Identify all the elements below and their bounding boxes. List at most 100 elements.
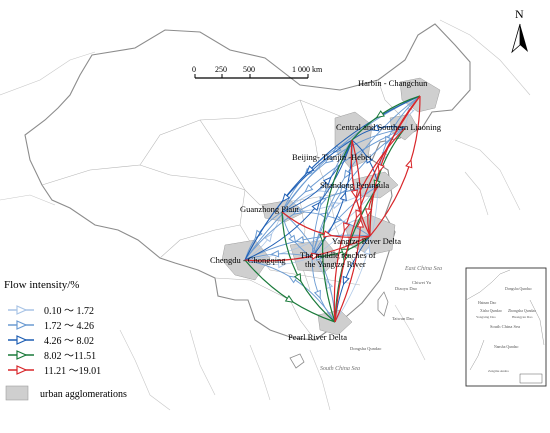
flow-arrowhead-yrd-to-prd — [342, 275, 350, 286]
flow-gz-to-bth — [281, 139, 353, 213]
flow-sd-to-cc — [244, 185, 379, 261]
label-bth: Beijing- Tianjin -Hebei — [292, 152, 372, 162]
flow-arrowhead-sd-to-bth — [365, 154, 374, 164]
flow-gz-to-prd — [281, 211, 336, 323]
flow-cc-to-sd — [244, 185, 379, 261]
inset-title: South China Sea — [490, 324, 520, 329]
scale-tick-0: 0 — [192, 65, 196, 74]
flow-arrowhead-csl-to-prd — [342, 222, 351, 232]
scale-tick-3: 1 000 km — [292, 65, 323, 74]
flow-hc-to-yrd — [369, 95, 421, 237]
flow-arrowhead-csl-to-cc — [304, 184, 314, 193]
sea-east-china: East China Sea — [404, 266, 442, 272]
flow-bth-to-prd — [322, 139, 353, 323]
inset-yongxing: Yongxing Dao — [476, 315, 496, 319]
inset-hainan: Hainan Dao — [478, 301, 496, 305]
flow-yrd-to-gz — [281, 211, 371, 237]
flow-lines — [244, 95, 421, 323]
hainan-island — [289, 353, 305, 369]
north-label: N — [515, 7, 524, 21]
flow-arrowhead-sd-to-cc — [292, 206, 303, 215]
island-diaoyu: Diaoyu Dao — [395, 286, 418, 291]
flow-sd-to-myr — [311, 185, 379, 258]
flow-gz-to-yrd — [281, 211, 371, 238]
label-sd: Shandong Peninsula — [320, 180, 389, 190]
label-yrd: Yangtze River Delta — [332, 236, 401, 246]
legend-area-swatch — [5, 385, 29, 401]
north-arrow-icon: N — [511, 7, 528, 54]
flow-arrowhead-gz-to-myr — [288, 234, 297, 244]
inset-zengmu: Zengmu Ansha — [488, 369, 509, 373]
flow-arrowhead-hc-to-yrd — [377, 163, 385, 174]
flow-prd-to-bth — [334, 139, 362, 323]
legend-label-0: 0.10 ～ 1.72 — [44, 306, 94, 317]
scale-tick-2: 500 — [243, 65, 255, 74]
flow-cc-to-yrd — [244, 235, 371, 262]
south-china-sea-inset: Dongsha Qundao Hainan Dao Xisha Qundao Y… — [465, 267, 547, 387]
flow-arrowhead-prd-to-bth — [356, 218, 365, 228]
china-outline — [24, 23, 471, 341]
flow-arrowhead-csl-to-myr — [339, 185, 348, 195]
flow-bth-to-yrd — [350, 139, 371, 237]
sea-south-china: South China Sea — [320, 366, 360, 372]
label-prd: Pearl River Delta — [288, 332, 347, 342]
legend-label-2: 4.26 ～ 8.02 — [44, 336, 94, 347]
taiwan-island — [377, 291, 389, 317]
flow-arrowhead-csl-to-bth — [369, 124, 380, 132]
flow-arrowhead-gz-to-yrd — [323, 230, 333, 238]
flow-cc-to-prd — [244, 259, 336, 323]
legend: Flow intensity/% 0.10 ～ 1.72 1.72 ～ 4.26 4… — [4, 279, 127, 401]
flow-arrowhead-gz-to-bth — [322, 176, 332, 186]
flow-arrowhead-gz-to-prd — [293, 272, 302, 283]
flow-cc-to-bth — [244, 139, 353, 261]
legend-arrow-icon-1 — [16, 320, 28, 330]
flow-hc-to-bth — [351, 95, 421, 141]
legend-title: Flow intensity/% — [4, 279, 79, 291]
legend-label-4: 11.21 ～19.01 — [44, 366, 101, 377]
flow-arrowhead-cc-to-myr — [277, 260, 287, 269]
scale-tick-1: 250 — [215, 65, 227, 74]
scale-bar: 0 250 500 1 000 km — [192, 65, 323, 79]
region-labels: Harbin - Changchun Central and Southern … — [210, 78, 442, 342]
flow-arrowhead-hc-to-bth — [375, 110, 385, 119]
flow-prd-to-cc — [244, 259, 336, 323]
flow-arrowhead-sd-to-yrd — [364, 208, 373, 218]
legend-arrow-icon-3 — [16, 350, 28, 360]
legend-arrow-icon-0 — [16, 305, 28, 315]
flow-arrowhead-bth-to-yrd — [350, 189, 359, 199]
legend-label-1: 1.72 ～ 4.26 — [44, 321, 94, 332]
flow-arrowhead-cc-to-yrd — [310, 252, 321, 260]
inset-xisha: Xisha Qundao — [480, 309, 502, 313]
flow-yrd-to-hc — [369, 95, 421, 237]
flow-csl-to-myr — [311, 127, 406, 258]
flow-arrowhead-cc-to-bth — [311, 201, 320, 212]
inset-huangyan: Huangyan Dao — [512, 315, 533, 319]
flow-arrowhead-yrd-to-hc — [405, 158, 413, 169]
label-hc: Harbin - Changchun — [358, 78, 428, 88]
legend-arrow-icon-2 — [16, 335, 28, 345]
flow-csl-to-cc — [244, 127, 406, 261]
neighbour-outlines — [0, 19, 531, 411]
flow-bth-to-myr — [311, 139, 353, 258]
flow-arrowhead-bth-to-cc — [281, 193, 291, 203]
inset-nansha: Nansha Qundao — [494, 345, 518, 349]
flow-arrowhead-myr-to-bth — [339, 191, 347, 202]
flow-arrowhead-myr-to-cc — [270, 249, 280, 258]
island-chiwei: Chiwei Yu — [412, 280, 432, 285]
flow-hc-to-prd — [334, 95, 421, 323]
inset-dongsha: Dongsha Qundao — [505, 287, 532, 291]
label-myr: The middle reaches of the Yangtze River — [300, 250, 378, 269]
label-cc: Chengdu - Chongqing — [210, 255, 286, 265]
legend-label-3: 8.02 ～11.51 — [44, 351, 96, 362]
legend-arrow-icon-4 — [16, 365, 28, 375]
flow-arrowhead-csl-to-gz — [324, 155, 334, 164]
flow-arrowhead-sd-to-gz — [317, 185, 328, 193]
flow-arrowhead-prd-to-cc — [288, 275, 298, 284]
island-taiwan: Taiwan Dao — [392, 316, 415, 321]
island-dongsha: Dongsha Qundao — [350, 346, 382, 351]
label-csl: Central and Southern Liaoning — [336, 122, 442, 132]
flow-prd-to-sd — [334, 185, 379, 323]
flow-arrowhead-cc-to-gz — [264, 233, 273, 243]
legend-area-label: urban agglomerations — [40, 389, 127, 400]
